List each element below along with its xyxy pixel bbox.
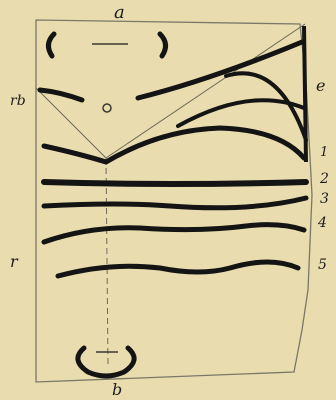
label-1: 1: [320, 146, 328, 159]
curve-5: [58, 262, 298, 276]
label-2: 2: [320, 172, 329, 186]
label-4: 4: [318, 216, 327, 230]
label-rb: rb: [10, 94, 26, 108]
label-a: a: [114, 4, 125, 22]
label-3: 3: [320, 192, 329, 206]
top-left-bracket: [48, 34, 54, 56]
top-right-bracket: [160, 34, 166, 56]
midline: [106, 158, 108, 365]
upper-line-b: [178, 100, 304, 126]
label-b: b: [112, 382, 122, 398]
curve-3: [44, 198, 306, 208]
curve-4: [44, 225, 304, 242]
label-r: r: [10, 254, 18, 270]
label-5: 5: [318, 258, 327, 272]
central-loop: [103, 104, 111, 112]
curve-1: [44, 128, 304, 162]
curve-2: [44, 182, 306, 184]
label-e: e: [316, 78, 325, 94]
figure-outline: [36, 20, 312, 382]
